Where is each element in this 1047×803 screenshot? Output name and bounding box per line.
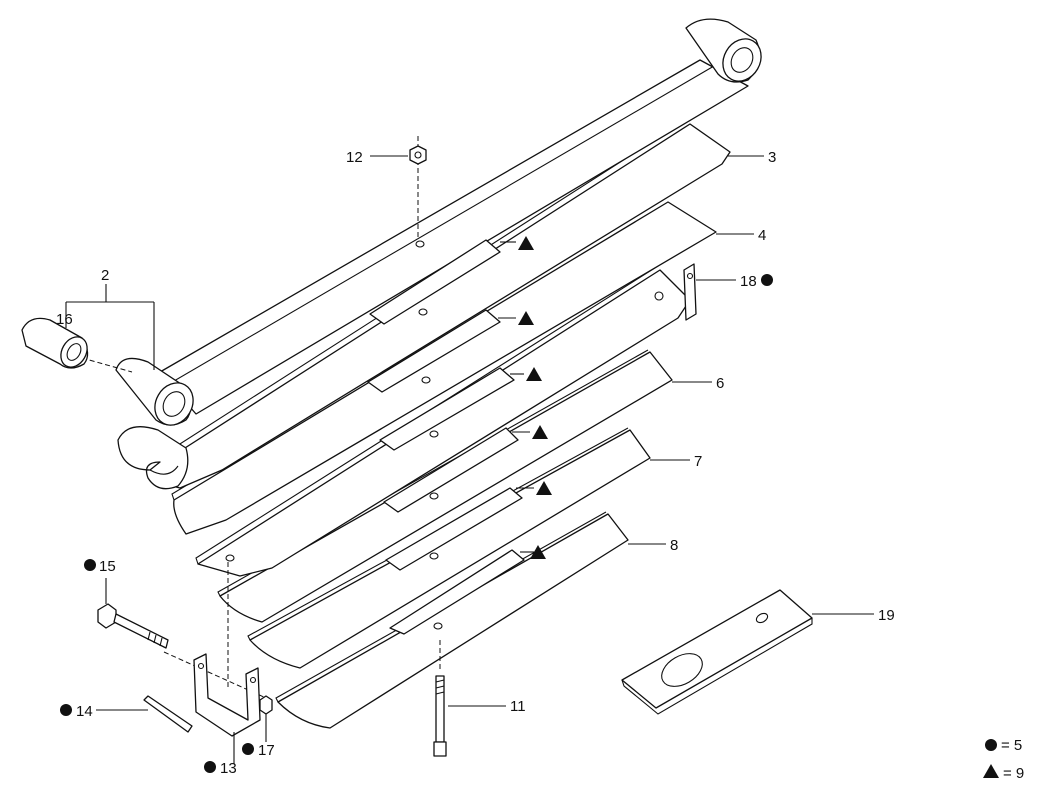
- callout-4: 4: [758, 227, 766, 244]
- pin-14: [143, 695, 193, 733]
- clip-18: [683, 263, 697, 321]
- callout-8: 8: [670, 537, 678, 554]
- triangle-marker: [536, 481, 552, 495]
- nut-12: [409, 145, 427, 165]
- callout-17: 17: [258, 742, 275, 759]
- circle-marker-15: [84, 559, 96, 571]
- legend-circle-text: = 5: [1001, 737, 1022, 754]
- legend-triangle-text: = 9: [1003, 765, 1024, 782]
- legend-circle-symbol: [985, 739, 997, 751]
- triangle-markers: [518, 236, 552, 559]
- leaf-3: [117, 119, 731, 490]
- clip-13: [193, 653, 261, 737]
- triangle-marker: [518, 236, 534, 250]
- spacer-plates: [367, 239, 525, 635]
- circle-marker-18: [761, 274, 773, 286]
- callout-12: 12: [346, 149, 363, 166]
- legend: = 5 = 9: [983, 737, 1024, 782]
- center-holes: [225, 240, 443, 630]
- circle-marker-17: [242, 743, 254, 755]
- callout-7: 7: [694, 453, 702, 470]
- bolt-15: [97, 603, 169, 649]
- callout-15: 15: [99, 558, 116, 575]
- legend-triangle-symbol: [983, 764, 999, 778]
- callout-19: 19: [878, 607, 895, 624]
- callout-14: 14: [76, 703, 93, 720]
- leaf-2-main: [115, 18, 762, 426]
- bushing-16: [21, 317, 89, 369]
- triangle-marker: [530, 545, 546, 559]
- bolt-11: [433, 675, 447, 757]
- circle-marker-13: [204, 761, 216, 773]
- callout-2: 2: [101, 267, 109, 284]
- callout-16: 16: [56, 311, 73, 328]
- circle-marker-14: [60, 704, 72, 716]
- triangle-marker: [518, 311, 534, 325]
- nut-17: [259, 695, 273, 715]
- callout-11: 11: [510, 698, 526, 715]
- bushing-axis: [81, 357, 133, 373]
- callout-13: 13: [220, 760, 237, 777]
- callout-18: 18: [740, 273, 757, 290]
- bolt-axis: [163, 651, 267, 699]
- triangle-marker: [532, 425, 548, 439]
- callout-3: 3: [768, 149, 776, 166]
- callout-6: 6: [716, 375, 724, 392]
- leader-lines: [65, 155, 874, 764]
- triangle-marker: [526, 367, 542, 381]
- plate-19: [621, 589, 813, 715]
- circle-markers: [60, 274, 773, 773]
- callout-labels: 2 3 4 6 7 8 11 12 13 14 15 16 17 18 19: [56, 149, 895, 777]
